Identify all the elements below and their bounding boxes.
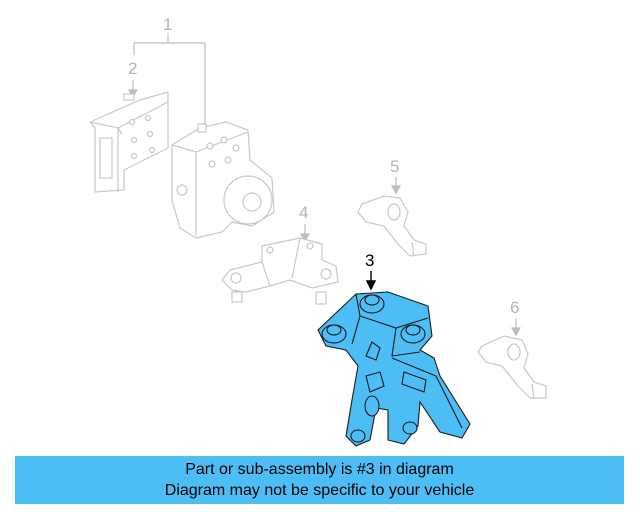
- banner-line-2: Diagram may not be specific to your vehi…: [164, 482, 475, 499]
- callout-4: 4: [299, 203, 308, 222]
- callout-4-arrow: [299, 224, 311, 243]
- callout-1-group: [133, 33, 206, 128]
- mounting-bracket-part[interactable]: [317, 291, 471, 447]
- callout-3-arrow: [365, 271, 377, 291]
- callout-5-arrow: [390, 177, 402, 195]
- banner-line-1: Part or sub-assembly is #3 in diagram: [185, 461, 454, 478]
- parts-diagram: 1 2 4: [89, 15, 547, 447]
- info-banner: Part or sub-assembly is #3 in diagram Di…: [15, 456, 624, 504]
- callout-3: 3: [365, 251, 374, 270]
- callout-6-arrow: [510, 318, 522, 337]
- control-module-part: [89, 91, 169, 193]
- callout-2: 2: [128, 59, 137, 78]
- sensor-6-part: [477, 335, 547, 399]
- hydraulic-pump-part: [171, 121, 275, 239]
- callout-1: 1: [163, 15, 172, 34]
- bracket-part: [221, 237, 339, 305]
- callout-6: 6: [510, 298, 519, 317]
- sensor-5-part: [357, 195, 427, 257]
- callout-5: 5: [390, 157, 399, 176]
